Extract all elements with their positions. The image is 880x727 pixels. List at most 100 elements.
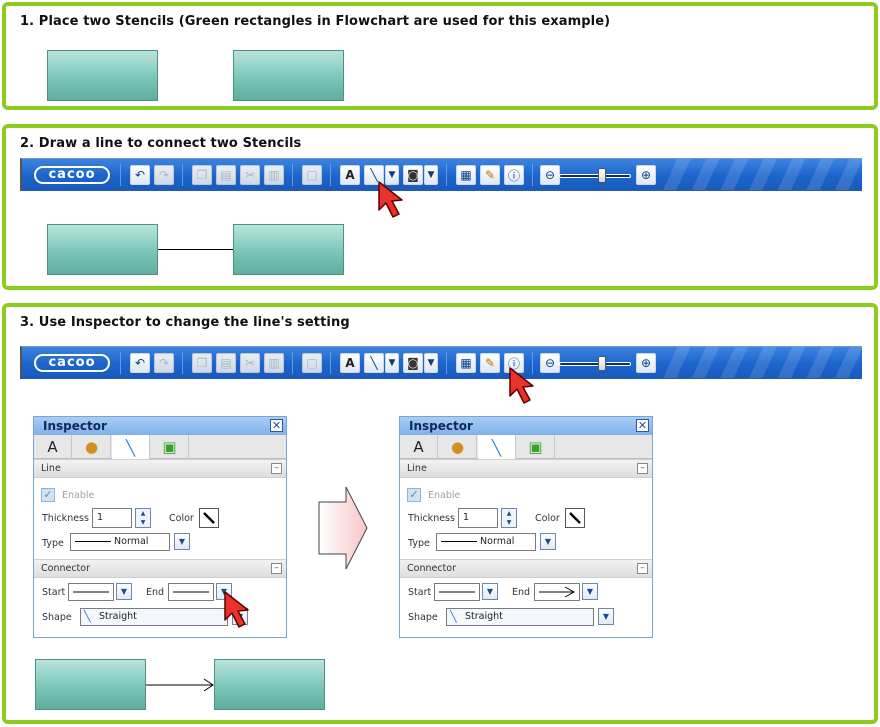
line-color-swatch[interactable] <box>199 508 219 528</box>
info-icon[interactable]: ⓘ <box>504 353 524 373</box>
group-icon[interactable]: □ <box>302 353 322 373</box>
collapse-icon[interactable]: – <box>271 463 282 474</box>
collapse-icon[interactable]: – <box>637 563 648 574</box>
end-arrow-select[interactable] <box>168 583 214 601</box>
section-connector[interactable]: Connector– <box>34 559 286 578</box>
redo-icon[interactable]: ↷ <box>154 165 174 185</box>
cacoo-logo: cacoo <box>34 354 110 372</box>
tab-fill[interactable]: ● <box>73 435 111 459</box>
undo-icon[interactable]: ↶ <box>130 353 150 373</box>
collapse-icon[interactable]: – <box>271 563 282 574</box>
tab-shadow[interactable]: ▣ <box>517 435 555 459</box>
paste-special-icon[interactable]: ▥ <box>264 353 284 373</box>
thickness-stepper[interactable]: ▲▼ <box>501 508 517 528</box>
end-arrow-select[interactable] <box>534 583 580 601</box>
stencil-left[interactable] <box>47 50 158 101</box>
straight-line-icon: ╲ <box>84 610 91 623</box>
zoom-slider-handle[interactable] <box>598 168 606 183</box>
thickness-input[interactable]: 1 <box>458 508 498 528</box>
copy-icon[interactable]: ❐ <box>192 353 212 373</box>
line-dropdown-button[interactable]: ▼ <box>385 165 399 185</box>
type-label: Type <box>42 538 64 549</box>
zoom-slider-track[interactable] <box>559 362 631 366</box>
tab-text[interactable]: A <box>34 435 72 459</box>
camera-icon[interactable]: ◙ <box>403 353 423 373</box>
line-type-select[interactable]: Normal <box>70 533 170 551</box>
zoom-out-icon[interactable]: ⊖ <box>540 353 560 373</box>
text-icon[interactable]: A <box>340 353 360 373</box>
zoom-out-icon[interactable]: ⊖ <box>540 165 560 185</box>
inspector-title: Inspector ✕ <box>400 417 652 435</box>
end-label: End <box>146 587 165 598</box>
section-line[interactable]: Line– <box>34 459 286 478</box>
enable-checkbox[interactable]: ✓ <box>41 488 55 502</box>
start-arrow-dropdown-button[interactable]: ▼ <box>482 583 498 600</box>
tab-line[interactable]: ╲ <box>478 435 516 460</box>
line-dropdown-button[interactable]: ▼ <box>385 353 399 373</box>
line-icon[interactable]: ╲ <box>364 165 384 185</box>
gallery-icon[interactable]: ▦ <box>456 353 476 373</box>
line-type-dropdown-button[interactable]: ▼ <box>540 533 556 550</box>
section-connector[interactable]: Connector– <box>400 559 652 578</box>
zoom-in-icon[interactable]: ⊕ <box>636 165 656 185</box>
line-type-select[interactable]: Normal <box>436 533 536 551</box>
paste-icon[interactable]: ▤ <box>216 165 236 185</box>
paste-icon[interactable]: ▤ <box>216 353 236 373</box>
zoom-slider-handle[interactable] <box>598 356 606 371</box>
stencil-right[interactable] <box>233 50 344 101</box>
zoom-slider-track[interactable] <box>559 174 631 178</box>
undo-icon[interactable]: ↶ <box>130 165 150 185</box>
line-type-dropdown-button[interactable]: ▼ <box>174 533 190 550</box>
color-label: Color <box>535 513 560 524</box>
stencil-right[interactable] <box>233 224 344 275</box>
cut-icon[interactable]: ✂ <box>240 353 260 373</box>
clipboard-icon[interactable]: ✎ <box>480 353 500 373</box>
stencil-right[interactable] <box>214 659 325 710</box>
info-icon[interactable]: ⓘ <box>504 165 524 185</box>
redo-icon[interactable]: ↷ <box>154 353 174 373</box>
stencil-left[interactable] <box>47 224 158 275</box>
tab-text[interactable]: A <box>400 435 438 459</box>
group-icon[interactable]: □ <box>302 165 322 185</box>
shape-dropdown-button[interactable]: ▼ <box>598 608 614 625</box>
tab-line[interactable]: ╲ <box>112 435 150 460</box>
enable-checkbox[interactable]: ✓ <box>407 488 421 502</box>
line-color-swatch[interactable] <box>565 508 585 528</box>
tab-fill[interactable]: ● <box>439 435 477 459</box>
copy-icon[interactable]: ❐ <box>192 165 212 185</box>
line-icon[interactable]: ╲ <box>364 353 384 373</box>
camera-dropdown-button[interactable]: ▼ <box>424 353 438 373</box>
paste-special-icon[interactable]: ▥ <box>264 165 284 185</box>
thickness-stepper[interactable]: ▲▼ <box>135 508 151 528</box>
step-1-title: 1. Place two Stencils (Green rectangles … <box>20 14 611 29</box>
text-icon[interactable]: A <box>340 165 360 185</box>
clipboard-icon[interactable]: ✎ <box>480 165 500 185</box>
tab-shadow[interactable]: ▣ <box>151 435 189 459</box>
cut-icon[interactable]: ✂ <box>240 165 260 185</box>
stencil-left[interactable] <box>35 659 146 710</box>
start-arrow-select[interactable] <box>68 583 114 601</box>
close-icon[interactable]: ✕ <box>270 419 283 432</box>
camera-icon[interactable]: ◙ <box>403 165 423 185</box>
gallery-icon[interactable]: ▦ <box>456 165 476 185</box>
close-icon[interactable]: ✕ <box>636 419 649 432</box>
thickness-label: Thickness <box>42 513 89 524</box>
step-1-panel: 1. Place two Stencils (Green rectangles … <box>2 2 878 110</box>
thickness-label: Thickness <box>408 513 455 524</box>
cursor-pointer-icon <box>378 181 403 218</box>
shape-select[interactable]: Straight <box>80 608 228 626</box>
connector-arrow-line[interactable] <box>146 678 215 692</box>
end-arrow-dropdown-button[interactable]: ▼ <box>582 583 598 600</box>
enable-label: Enable <box>62 490 95 501</box>
start-arrow-dropdown-button[interactable]: ▼ <box>116 583 132 600</box>
shape-select[interactable]: Straight <box>446 608 594 626</box>
zoom-in-icon[interactable]: ⊕ <box>636 353 656 373</box>
thickness-input[interactable]: 1 <box>92 508 132 528</box>
start-arrow-select[interactable] <box>434 583 480 601</box>
step-3-panel: 3. Use Inspector to change the line's se… <box>2 303 878 724</box>
connector-line[interactable] <box>158 249 233 250</box>
camera-dropdown-button[interactable]: ▼ <box>424 165 438 185</box>
inspector-panel-after: Inspector ✕ A ● ╲ ▣ Line– ✓ Enable Thick… <box>399 416 653 638</box>
section-line[interactable]: Line– <box>400 459 652 478</box>
collapse-icon[interactable]: – <box>637 463 648 474</box>
